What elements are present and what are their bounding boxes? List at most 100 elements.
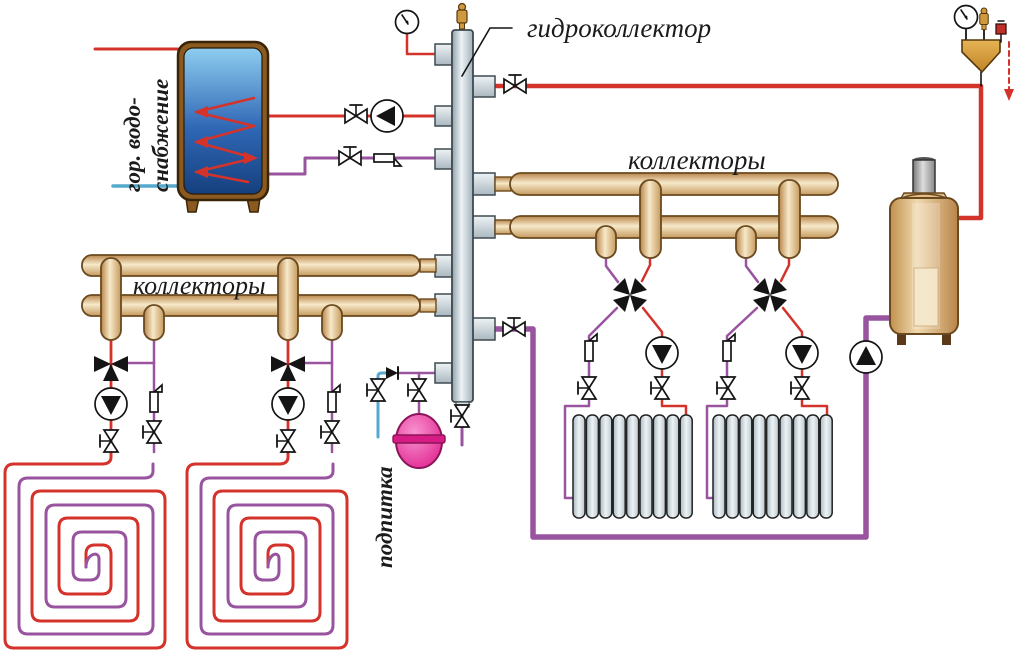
boiler — [889, 157, 959, 345]
floor-coil-2 — [185, 448, 349, 650]
coil-supply-spiral — [185, 448, 349, 650]
right-collectors — [494, 172, 839, 259]
makeup-label: подпитка — [372, 467, 397, 568]
hydro-stub-dhw-supply — [434, 105, 453, 127]
valve-makeup-icon — [366, 378, 386, 402]
radiator-section — [679, 414, 693, 519]
pipe-rad1-supply-chain — [641, 306, 688, 422]
hydro-stub-right-top-pipe — [471, 172, 496, 196]
left-collector-neck-bottom — [419, 298, 437, 313]
hydro-stub-boiler-supply — [471, 75, 496, 98]
balance-valve-rad2-icon — [722, 333, 736, 362]
labels-layer: гидроколлектор коллекторы коллекторы гор… — [120, 13, 766, 568]
radiator-section — [612, 414, 626, 519]
valve-rad1-return-icon — [577, 376, 597, 400]
boiler-highlight — [912, 203, 940, 329]
hydro-pressure-gauge-icon — [394, 9, 420, 35]
safety-funnel — [961, 39, 1001, 74]
pump-floor2-icon — [271, 387, 305, 421]
coil-flow-arrows — [194, 106, 258, 178]
left-collectors — [81, 254, 437, 341]
pipe-gauge-stem — [405, 31, 437, 56]
valve-rad1-supply-icon — [650, 376, 670, 400]
pipe-rad2-return-diag — [744, 256, 760, 284]
pump-boiler-icon — [849, 340, 883, 374]
radiator-section — [725, 414, 740, 519]
coil-center-turn — [84, 552, 101, 569]
safety-air-vent-icon — [979, 7, 989, 31]
right-stub-down-1 — [595, 225, 617, 259]
valve-floor2-supply-icon — [276, 429, 296, 453]
hydro-stub-left-top-pipe — [434, 254, 453, 278]
boiler-chimney — [912, 159, 936, 197]
radiator-section — [752, 414, 766, 519]
left-riser-1 — [100, 257, 122, 341]
right-collector-neck-bottom — [494, 219, 512, 235]
right-riser-2 — [778, 179, 801, 259]
collectors-right-label: коллекторы — [628, 145, 766, 175]
radiator-section — [739, 414, 753, 519]
radiator-section — [625, 414, 640, 519]
air-vent-icon — [456, 2, 468, 30]
left-riser-2 — [277, 257, 299, 341]
radiator-section — [572, 414, 586, 519]
radiator-section — [652, 414, 667, 519]
hydrocollector-pointer-line — [461, 27, 513, 77]
radiator-section — [792, 414, 807, 519]
collectors-left-label: коллекторы — [133, 271, 266, 300]
radiator-1 — [572, 414, 693, 519]
radiator-section — [639, 414, 653, 519]
coil-supply-spiral — [3, 448, 167, 650]
check-valve-makeup-icon — [385, 366, 399, 380]
pump-rad2-icon — [785, 336, 819, 370]
radiator-section — [806, 414, 820, 519]
safety-pressure-gauge-icon — [953, 4, 979, 30]
valve-expansion-tank-icon — [407, 378, 427, 402]
right-collector-neck-top — [494, 176, 512, 192]
boiler-leg-right — [942, 334, 951, 345]
left-stub-down-2 — [321, 304, 343, 341]
pipe-makeup-water — [376, 371, 389, 439]
radiator-2 — [712, 414, 833, 519]
pipe-boiler-supply-main — [492, 83, 984, 221]
hydro-stub-left-bottom-pipe — [434, 293, 453, 317]
hydro-stub-main-return — [471, 317, 496, 341]
pipe-rad2-supply-chain — [781, 306, 829, 422]
pipe-rad1-return-chain — [563, 306, 619, 500]
balance-valve-floor2-icon — [327, 384, 341, 413]
boiler-leg-left — [897, 334, 906, 345]
coil-return-spiral — [17, 462, 155, 636]
coil-center-turn — [266, 552, 281, 569]
valve-dhw-return-icon — [338, 146, 362, 166]
valve-floor1-supply-icon — [99, 429, 119, 453]
pump-floor1-icon — [94, 387, 128, 421]
pipe-rad2-return-chain — [705, 306, 759, 500]
hydrocollector — [434, 2, 496, 408]
radiator-section — [599, 414, 613, 519]
pipe-rad2-supply-diag — [779, 256, 791, 283]
valve-dhw-supply-icon — [344, 104, 368, 124]
expansion-tank — [392, 413, 446, 469]
pump-dhw-icon — [370, 99, 404, 133]
relief-valve — [995, 23, 1007, 35]
right-stub-down-2 — [735, 225, 757, 259]
radiator-section — [666, 414, 680, 519]
valve-floor1-return-icon — [142, 420, 162, 444]
expansion-tank-flange — [392, 434, 446, 444]
pump-rad1-icon — [645, 336, 679, 370]
valve-boiler-supply-icon — [503, 74, 527, 94]
valve-hydro-drain-icon — [450, 404, 470, 428]
floor-coil-1 — [3, 448, 167, 650]
pipe-coil-return — [266, 156, 437, 176]
relief-discharge-arrow — [1004, 89, 1014, 101]
valve-rad2-return-icon — [716, 376, 736, 400]
pipe-rad1-supply-diag — [640, 256, 652, 283]
radiator-section — [585, 414, 600, 519]
valve-rad2-supply-icon — [790, 376, 810, 400]
valve-main-return-icon — [502, 317, 526, 337]
boiler-body — [889, 197, 959, 335]
right-riser-1 — [639, 179, 662, 259]
hydro-stub-gauge — [434, 43, 453, 66]
hydro-body — [451, 29, 474, 403]
